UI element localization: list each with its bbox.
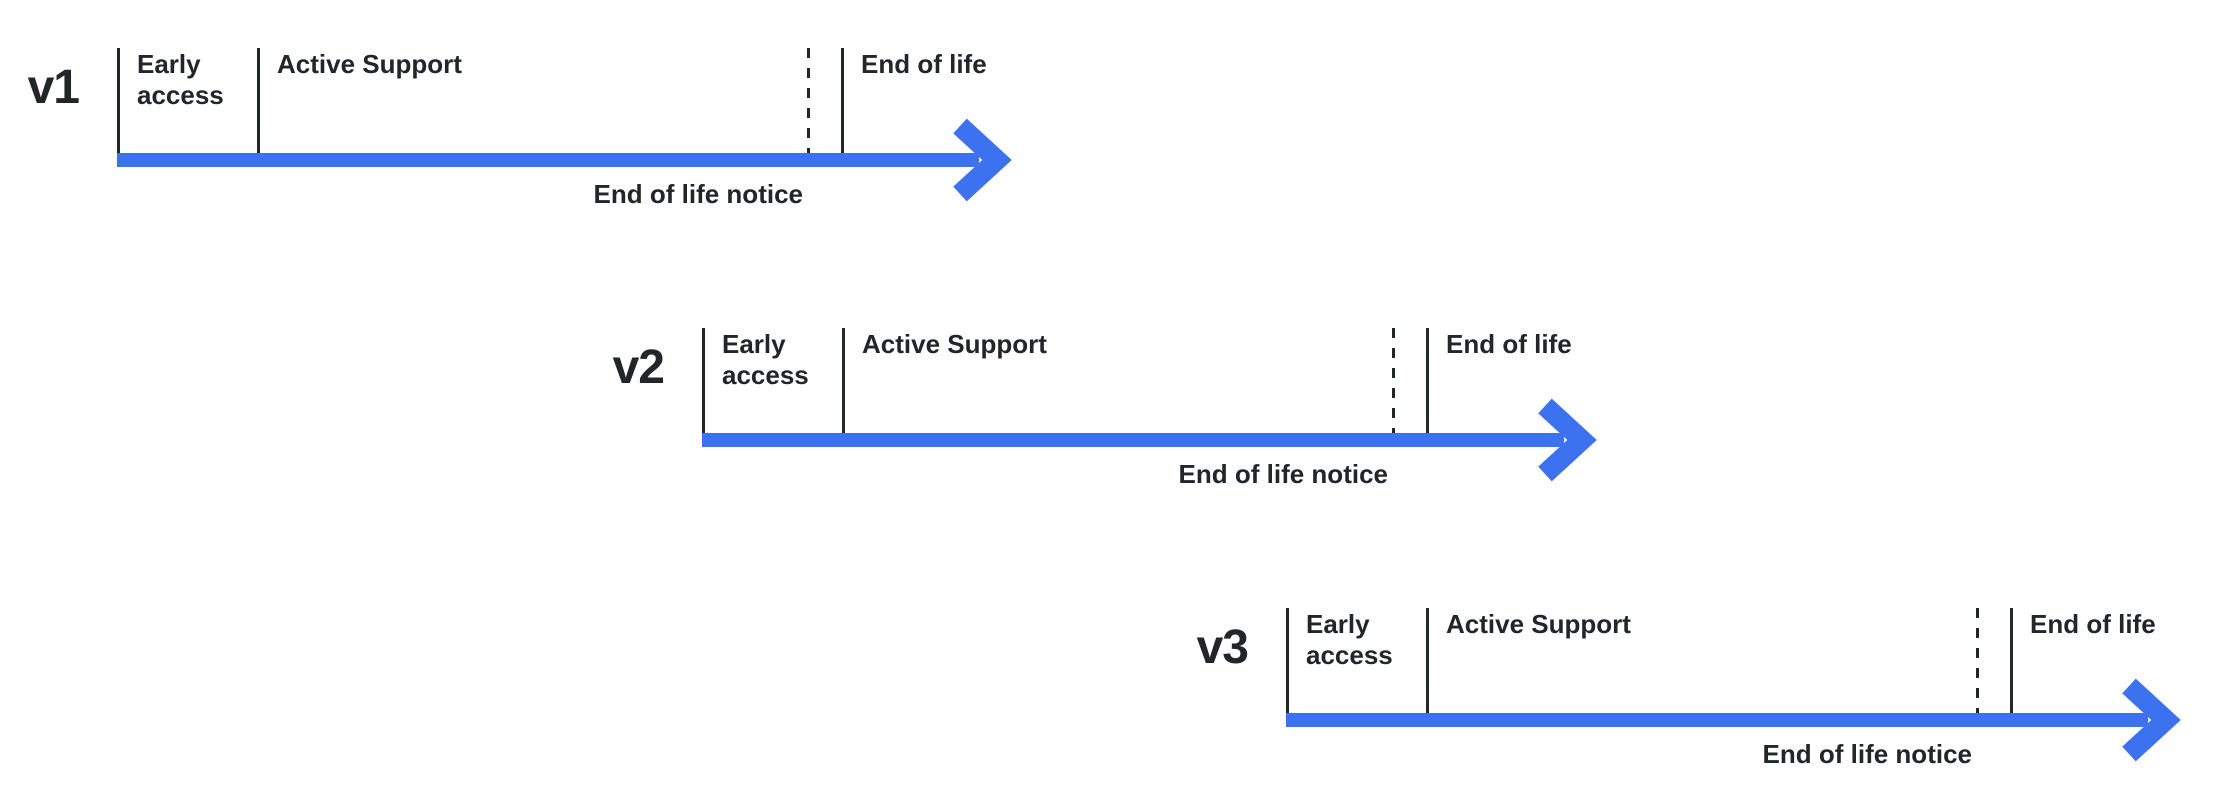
end-of-life-label: End of life: [861, 49, 987, 79]
early-access-start-tick: [702, 328, 705, 433]
eol-notice-dashed-tick: [1392, 328, 1395, 433]
end-of-life-tick: [1426, 328, 1429, 433]
arrow-shaft: [1286, 713, 2148, 727]
active-support-start-tick: [842, 328, 845, 433]
end-of-life-notice-label: End of life notice: [593, 179, 803, 209]
version-label-v3: v3: [1196, 621, 1249, 674]
timeline-v3: v3 Early access Active Support End of li…: [1197, 608, 2228, 783]
end-of-life-tick: [2010, 608, 2013, 713]
end-of-life-label: End of life: [2030, 609, 2156, 639]
arrow-shaft: [117, 153, 979, 167]
timeline-v2: v2 Early access Active Support End of li…: [613, 328, 1662, 503]
early-access-start-tick: [1286, 608, 1289, 713]
early-access-label: Early access: [137, 49, 224, 110]
version-label-v1: v1: [27, 61, 80, 114]
arrow-head-icon: [953, 118, 1012, 202]
end-of-life-notice-label: End of life notice: [1762, 739, 1972, 769]
arrow-shaft: [702, 433, 1564, 447]
early-access-label: Early access: [722, 329, 809, 390]
early-access-label: Early access: [1306, 609, 1393, 670]
end-of-life-notice-label: End of life notice: [1178, 459, 1388, 489]
timeline-arrow: [1286, 678, 2181, 762]
active-support-start-tick: [257, 48, 260, 153]
timeline-arrow: [702, 398, 1597, 482]
active-support-label: Active Support: [277, 49, 462, 79]
end-of-life-tick: [841, 48, 844, 153]
eol-notice-dashed-tick: [1976, 608, 1979, 713]
end-of-life-label: End of life: [1446, 329, 1572, 359]
active-support-start-tick: [1426, 608, 1429, 713]
active-support-label: Active Support: [1446, 609, 1631, 639]
version-label-v2: v2: [612, 341, 665, 394]
timeline-v1: v1 Early access Active Support End of li…: [28, 48, 1077, 223]
arrow-head-icon: [1538, 398, 1597, 482]
active-support-label: Active Support: [862, 329, 1047, 359]
arrow-head-icon: [2122, 678, 2181, 762]
timeline-arrow: [117, 118, 1012, 202]
eol-notice-dashed-tick: [807, 48, 810, 153]
early-access-start-tick: [117, 48, 120, 153]
